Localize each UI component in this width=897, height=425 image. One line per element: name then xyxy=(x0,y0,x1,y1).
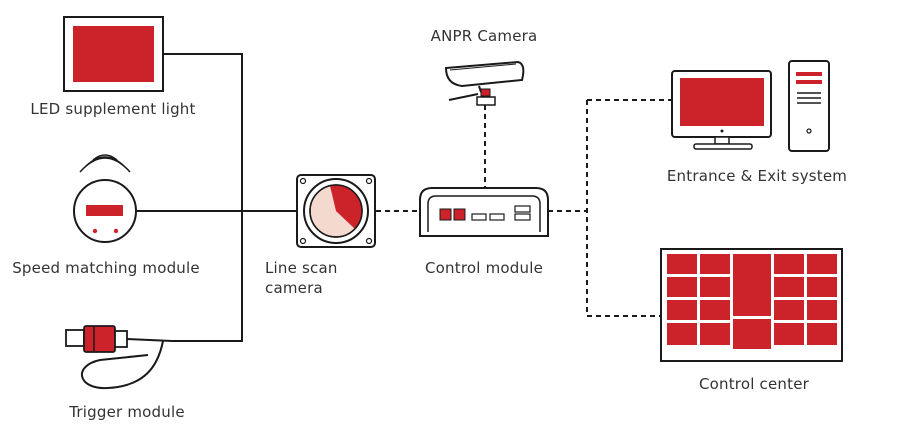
led-light-label: LED supplement light xyxy=(30,100,196,118)
entrance-exit-label: Entrance & Exit system xyxy=(666,167,848,185)
speed-module-label: Speed matching module xyxy=(12,259,200,277)
control-center-label: Control center xyxy=(698,375,810,393)
led-panel-icon xyxy=(63,16,164,92)
solid-connectors xyxy=(136,53,296,342)
cable-connector-icon xyxy=(65,325,173,390)
anpr-camera-icon xyxy=(444,60,525,106)
control-module-label: Control module xyxy=(424,259,544,277)
speed-sensor-icon xyxy=(73,154,137,243)
line-scan-camera-icon xyxy=(296,174,376,248)
connector-led-to-bus xyxy=(163,53,243,342)
desktop-computer-icon xyxy=(671,60,830,152)
anpr-camera-label: ANPR Camera xyxy=(430,27,538,45)
control-box-icon xyxy=(419,187,549,237)
dashed-connectors xyxy=(376,99,672,317)
line-scan-camera-label: Line scan camera xyxy=(265,259,338,297)
video-wall-icon xyxy=(660,248,843,362)
trigger-module-label: Trigger module xyxy=(69,403,185,421)
